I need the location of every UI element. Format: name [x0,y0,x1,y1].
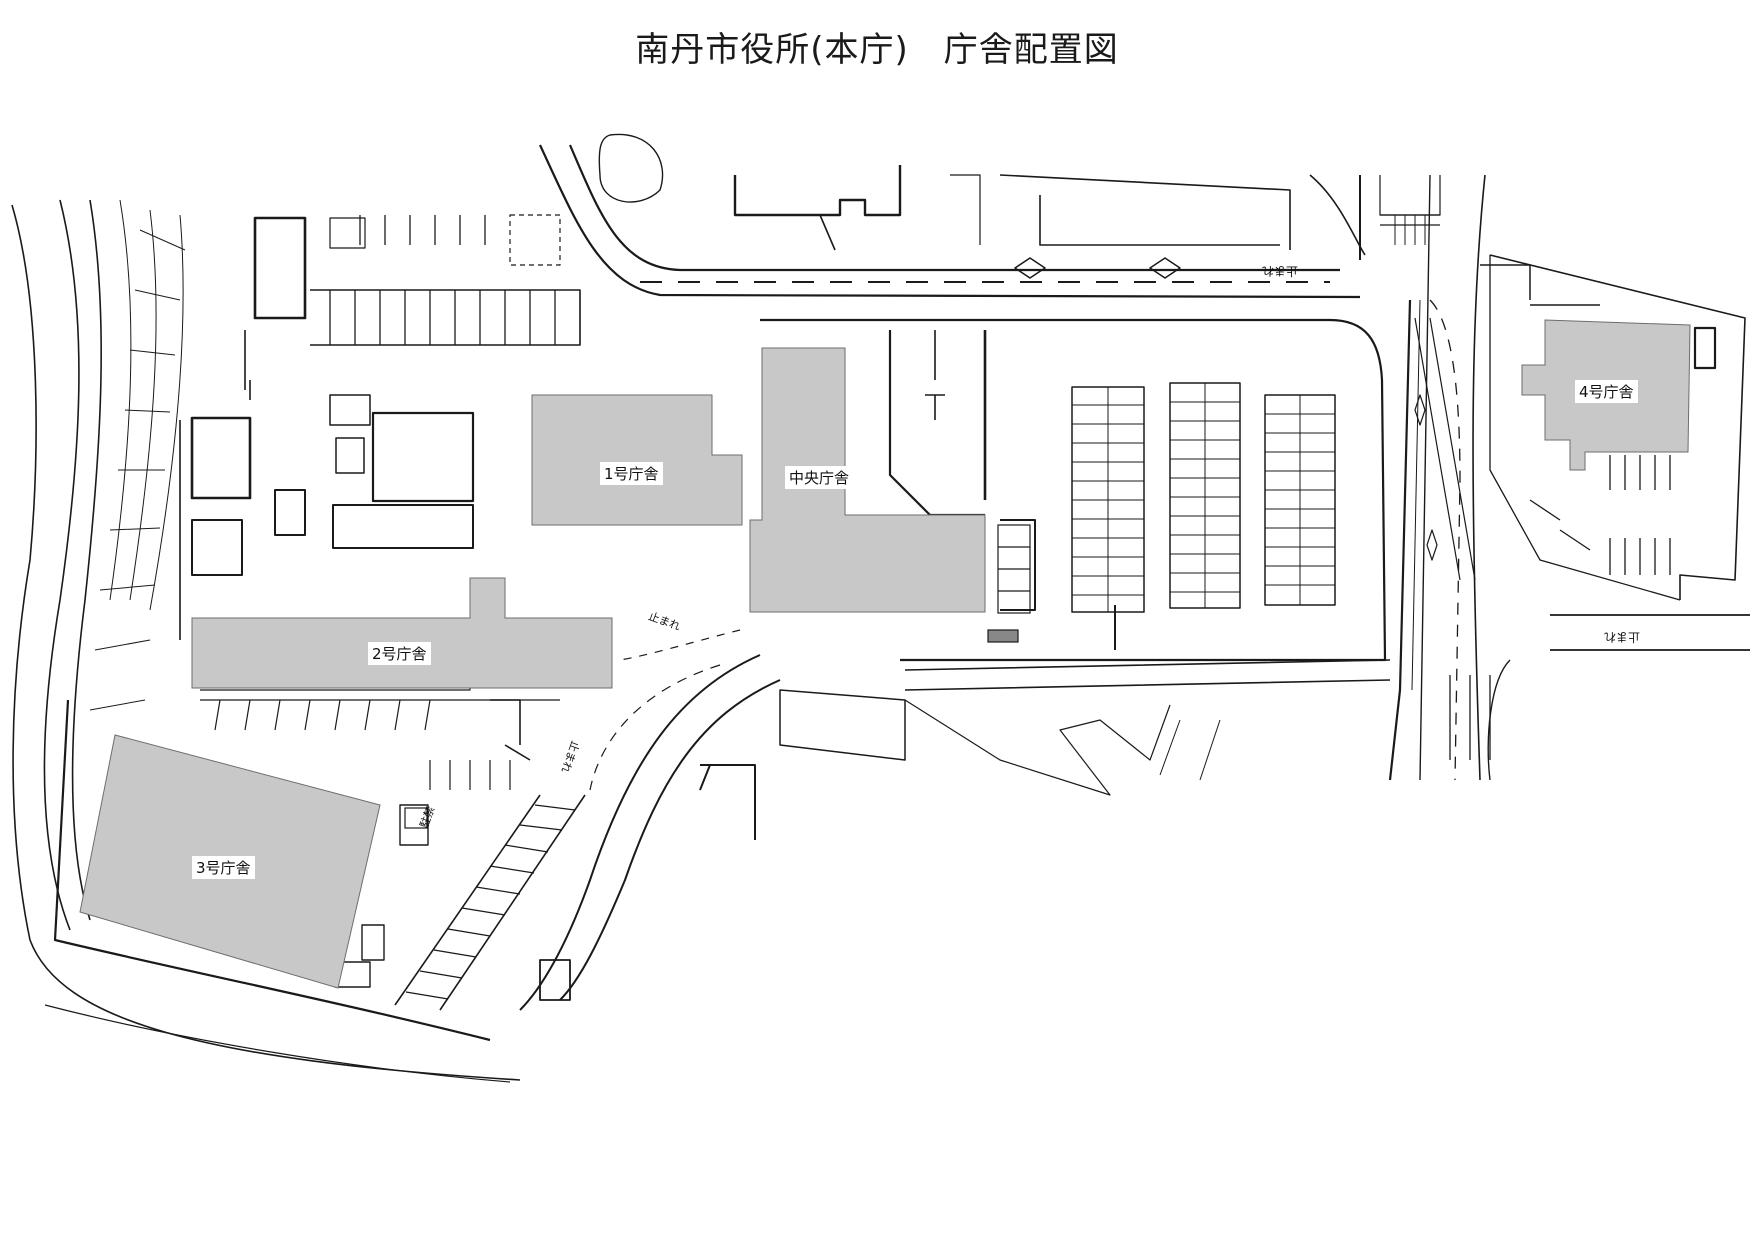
south-parking-strip [394,699,586,1011]
main-road [539,144,1361,299]
northwest-parking [253,214,581,346]
building-1-label: 1号庁舎 [600,462,663,485]
building-2-footprint [191,577,613,689]
stop-marking-right-road: 止まれ [1604,630,1641,644]
building-4-label: 4号庁舎 [1575,380,1638,403]
west-slope-boundary [11,199,521,1081]
annex-area [1480,254,1750,781]
east-road [1379,174,1491,781]
page-title: 南丹市役所(本庁) 庁舎配置図 [635,30,1119,70]
building-2-label: 2号庁舎 [368,642,431,665]
building-3-label: 3号庁舎 [192,856,255,879]
stop-marking-main-road: 止まれ [1262,264,1299,278]
southwest-boundary [44,699,511,1083]
south-slope [904,659,1391,796]
building-1-footprint [531,394,743,526]
central-building-footprint [749,347,986,613]
accessible-parking [404,524,1031,829]
north-structures [598,133,1440,260]
east-parking-lot [760,318,1387,662]
central-building-label: 中央庁舎 [785,466,854,489]
central-driveway [519,629,906,1011]
